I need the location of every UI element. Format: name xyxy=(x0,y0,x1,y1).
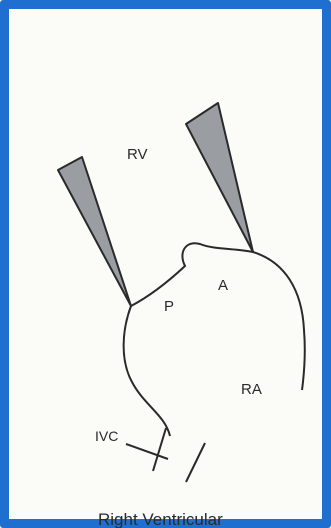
left-leaflet xyxy=(58,157,131,306)
label-a: A xyxy=(218,277,228,294)
ivc-wall xyxy=(124,306,170,436)
label-rv: RV xyxy=(127,146,148,163)
right-atrium-wall xyxy=(253,252,305,390)
ivc-pointer xyxy=(126,444,168,459)
ivc-marker-1 xyxy=(153,428,166,471)
right-leaflet xyxy=(186,103,253,252)
label-ra: RA xyxy=(241,381,262,398)
caption: Right Ventricular xyxy=(98,510,223,528)
label-p: P xyxy=(164,298,174,315)
label-ivc: IVC xyxy=(95,428,118,444)
ivc-marker-2 xyxy=(186,443,205,482)
valve-annulus-curve xyxy=(131,243,253,306)
